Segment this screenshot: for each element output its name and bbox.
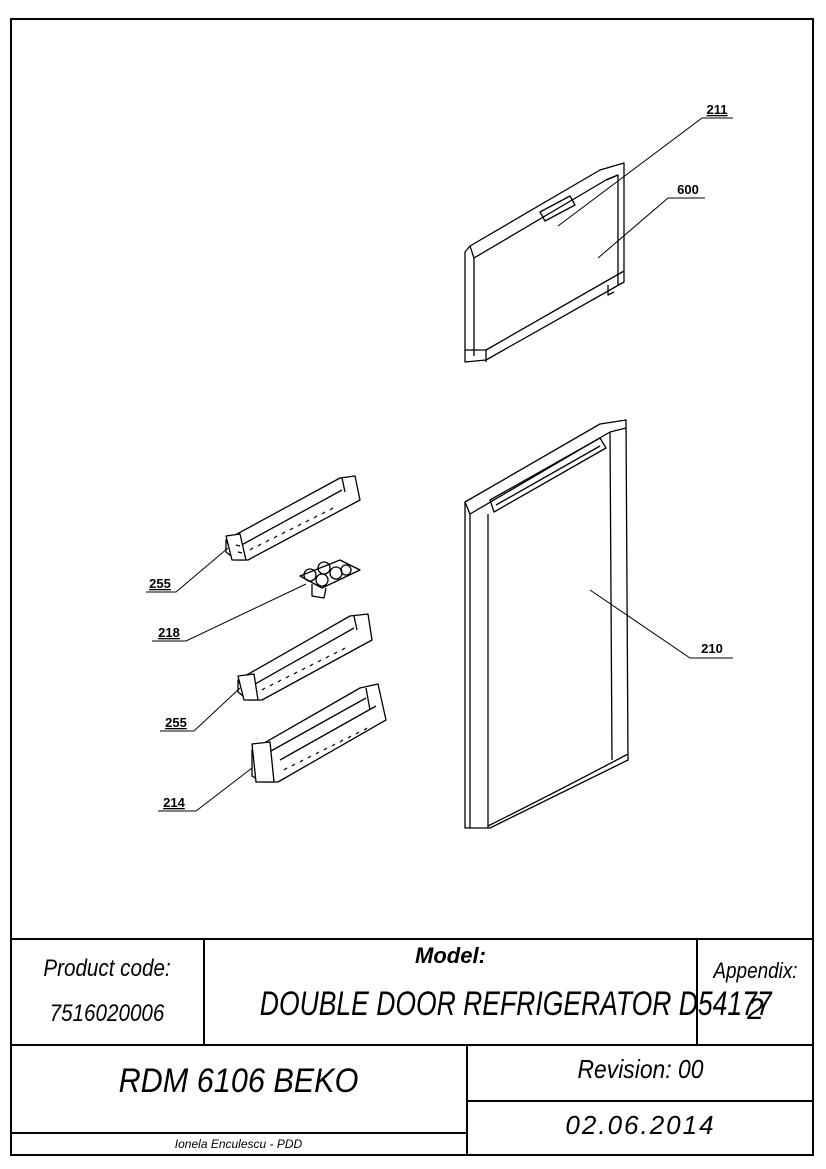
door-shelf-255-top: [225, 475, 361, 561]
revision-label: Revision: 00: [577, 1054, 704, 1084]
product-code-label: Product code:: [43, 955, 171, 982]
callout-218: 218: [158, 625, 180, 640]
product-name: RDM 6106 BEKO: [118, 1062, 359, 1100]
author: Ionela Enculescu - PDD: [174, 1137, 303, 1151]
shelf-grilles: [249, 507, 368, 771]
callout-255-top: 255: [149, 576, 171, 591]
freezer-handle-211: [539, 195, 576, 222]
callout-214: 214: [163, 795, 185, 810]
door-shelf-214: [251, 683, 387, 783]
fridge-door: [464, 419, 629, 829]
appendix-value: 2: [747, 993, 764, 1026]
callout-255-middle: 255: [165, 715, 187, 730]
revision-date: 02.06.2014: [565, 1110, 716, 1140]
door-shelf-255-middle: [237, 613, 373, 701]
model-value: DOUBLE DOOR REFRIGERATOR D54177: [259, 985, 772, 1023]
leader-lines: [146, 117, 733, 812]
callout-210: 210: [701, 641, 723, 656]
model-label: Model:: [415, 943, 486, 968]
product-code-value: 7516020006: [49, 1000, 165, 1027]
freezer-door: [464, 162, 625, 363]
callout-211: 211: [707, 102, 728, 117]
egg-tray-218: [299, 559, 361, 599]
title-block-lines: [10, 938, 814, 1156]
appendix-label: Appendix:: [713, 958, 798, 983]
drawing-frame: [10, 18, 814, 1156]
callout-600: 600: [677, 182, 699, 197]
